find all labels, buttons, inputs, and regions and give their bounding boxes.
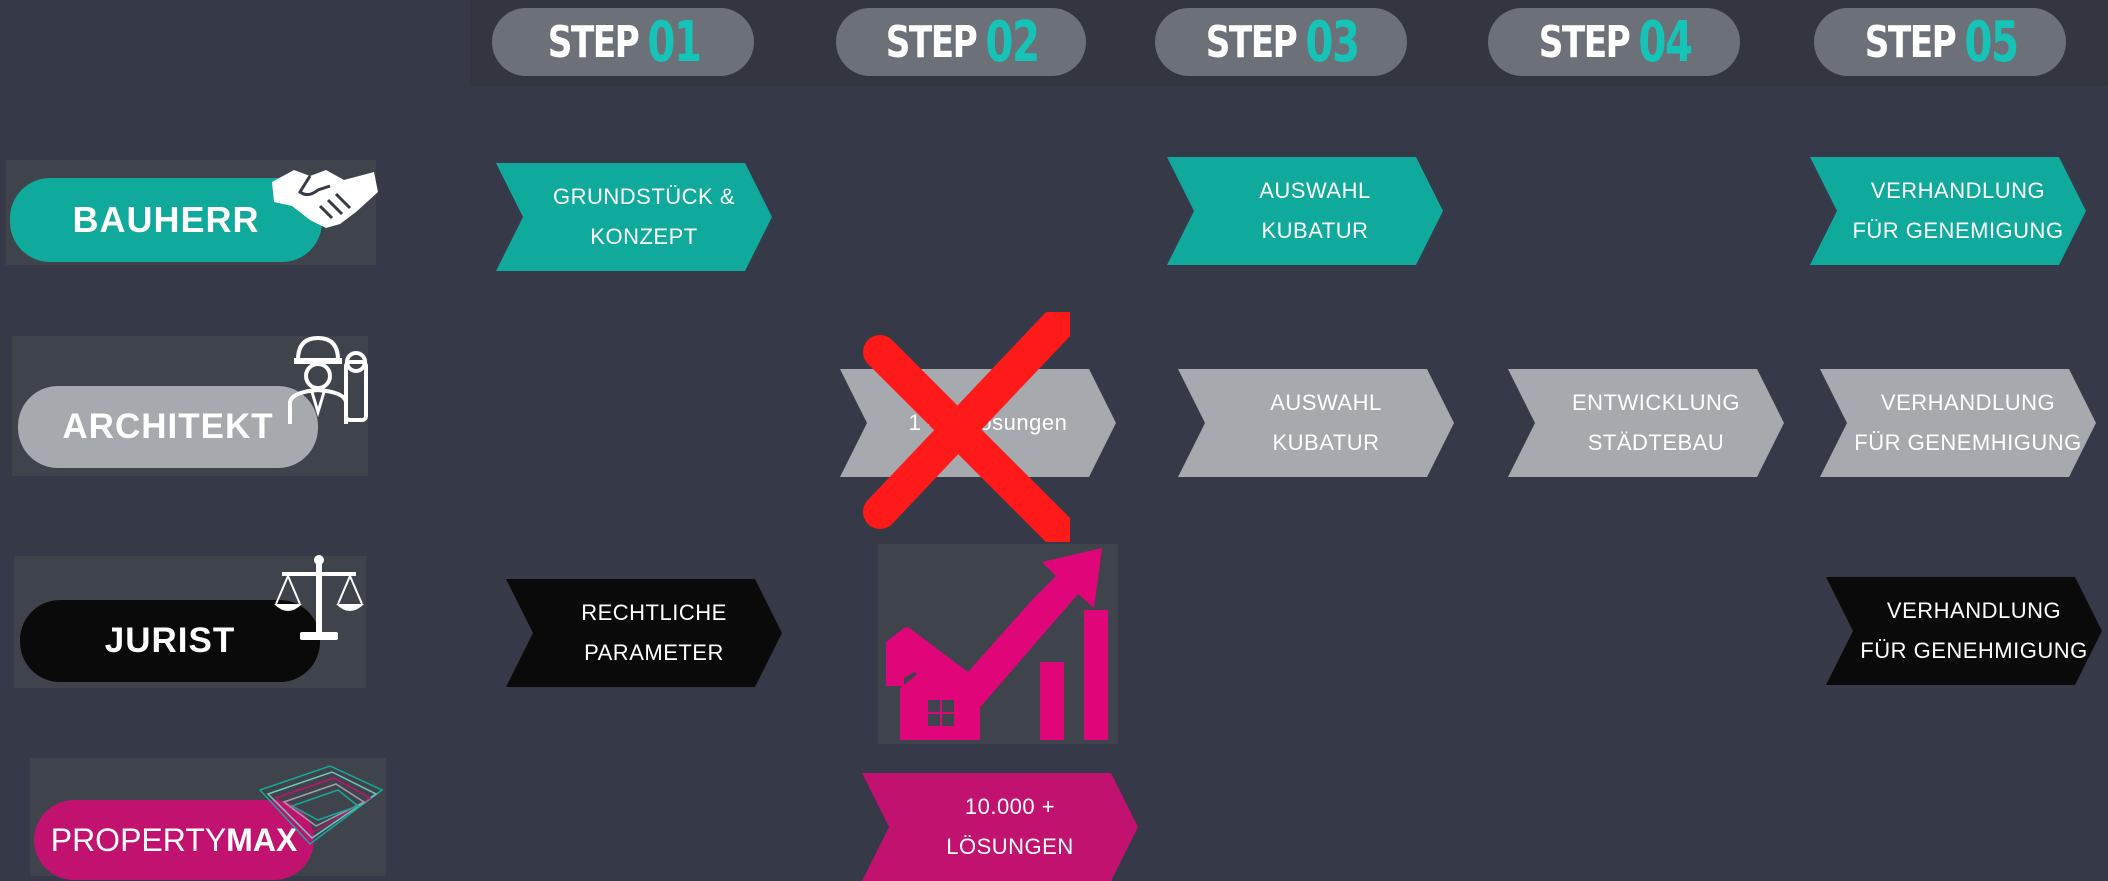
role-bauherr: BAUHERR <box>0 150 380 270</box>
bauherr-step5-chevron: VERHANDLUNG FÜR GENEMIGUNG <box>1810 157 2086 265</box>
brand-light: PROPERTY <box>50 821 227 858</box>
jurist-step5-chevron: VERHANDLUNG FÜR GENEHMIGUNG <box>1826 577 2102 685</box>
chevron-label: AUSWAHL KUBATUR <box>1270 390 1382 455</box>
step-03-pill: STEP 03 <box>1155 8 1407 76</box>
brand-bold: MAX <box>226 821 298 858</box>
role-label-jurist: JURIST <box>20 600 320 682</box>
chevron-label: RECHTLICHE PARAMETER <box>581 600 727 665</box>
architect-icon <box>288 335 368 424</box>
architekt-step4-chevron: ENTWICKLUNG STÄDTEBAU <box>1508 369 1784 477</box>
chevron-label: VERHANDLUNG FÜR GENEMIGUNG <box>1852 178 2064 243</box>
step-05-pill: STEP 05 <box>1814 8 2066 76</box>
step-word: STEP <box>1538 16 1631 68</box>
step-number: 02 <box>985 9 1040 75</box>
chevron-label: 10.000 + LÖSUNGEN <box>946 794 1074 859</box>
step-word: STEP <box>1205 16 1298 68</box>
role-label-architekt: ARCHITEKT <box>18 386 318 468</box>
step-word: STEP <box>885 16 978 68</box>
jurist-step1-chevron: RECHTLICHE PARAMETER <box>506 579 782 687</box>
architekt-step5-chevron: VERHANDLUNG FÜR GENEMHIGUNG <box>1820 369 2096 477</box>
step-number: 04 <box>1638 9 1693 75</box>
bauherr-step3-chevron: AUSWAHL KUBATUR <box>1167 157 1443 265</box>
role-jurist: JURIST <box>0 548 380 694</box>
chevron-label: AUSWAHL KUBATUR <box>1259 178 1371 243</box>
step-01-pill: STEP 01 <box>492 8 754 76</box>
step-02-pill: STEP 02 <box>836 8 1086 76</box>
handshake-icon <box>272 170 378 228</box>
propertymax-step2-chevron: 10.000 + LÖSUNGEN <box>862 773 1138 881</box>
step-04-pill: STEP 04 <box>1488 8 1740 76</box>
step-number: 03 <box>1305 9 1360 75</box>
chevron-label: VERHANDLUNG FÜR GENEMHIGUNG <box>1854 390 2082 455</box>
chevron-label: VERHANDLUNG FÜR GENEHMIGUNG <box>1860 598 2088 663</box>
wireframe-logo-icon <box>258 765 384 846</box>
step-number: 01 <box>647 9 702 75</box>
chevron-label: ENTWICKLUNG STÄDTEBAU <box>1571 390 1741 455</box>
step-word: STEP <box>547 16 640 68</box>
red-cross-icon <box>863 312 1070 542</box>
step-number: 05 <box>1964 9 2019 75</box>
role-architekt: ARCHITEKT <box>0 332 380 478</box>
scales-icon <box>274 555 364 640</box>
role-label-bauherr: BAUHERR <box>10 178 322 262</box>
step-word: STEP <box>1864 16 1957 68</box>
house-growth-chart-icon <box>886 548 1108 740</box>
bauherr-step1-chevron: GRUNDSTÜCK & KONZEPT <box>496 163 772 271</box>
architekt-step3-chevron: AUSWAHL KUBATUR <box>1178 369 1454 477</box>
chevron-label: GRUNDSTÜCK & KONZEPT <box>552 184 735 249</box>
